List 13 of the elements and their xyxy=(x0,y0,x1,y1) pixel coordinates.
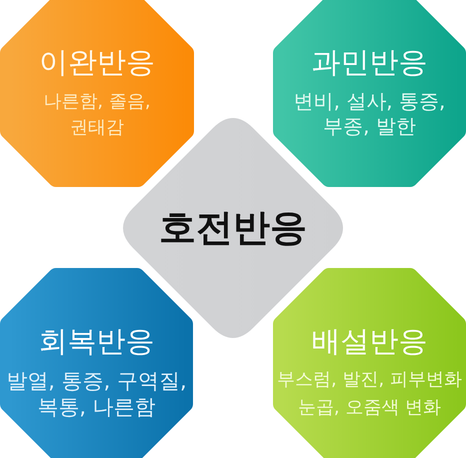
reaction-octagon xyxy=(0,268,193,458)
symptom-list: 부스럼, 발진, 피부변화 눈곱, 오줌색 변화 xyxy=(277,366,462,422)
reaction-octagon xyxy=(273,0,466,187)
reaction-octagon xyxy=(273,268,466,458)
reaction-title: 이완반응 xyxy=(39,44,155,80)
center-title: 호전반응 xyxy=(159,206,307,250)
reaction-title: 배설반응 xyxy=(312,323,428,359)
symptom-list: 발열, 통증, 구역질, 복통, 나른함 xyxy=(6,368,187,420)
reaction-octagon xyxy=(0,0,194,187)
reaction-title: 과민반응 xyxy=(312,44,428,80)
symptom-list: 나른함, 졸음, 권태감 xyxy=(43,89,151,141)
reaction-title: 회복반응 xyxy=(38,323,154,359)
symptom-list: 변비, 설사, 통증, 부종, 발한 xyxy=(294,89,446,139)
